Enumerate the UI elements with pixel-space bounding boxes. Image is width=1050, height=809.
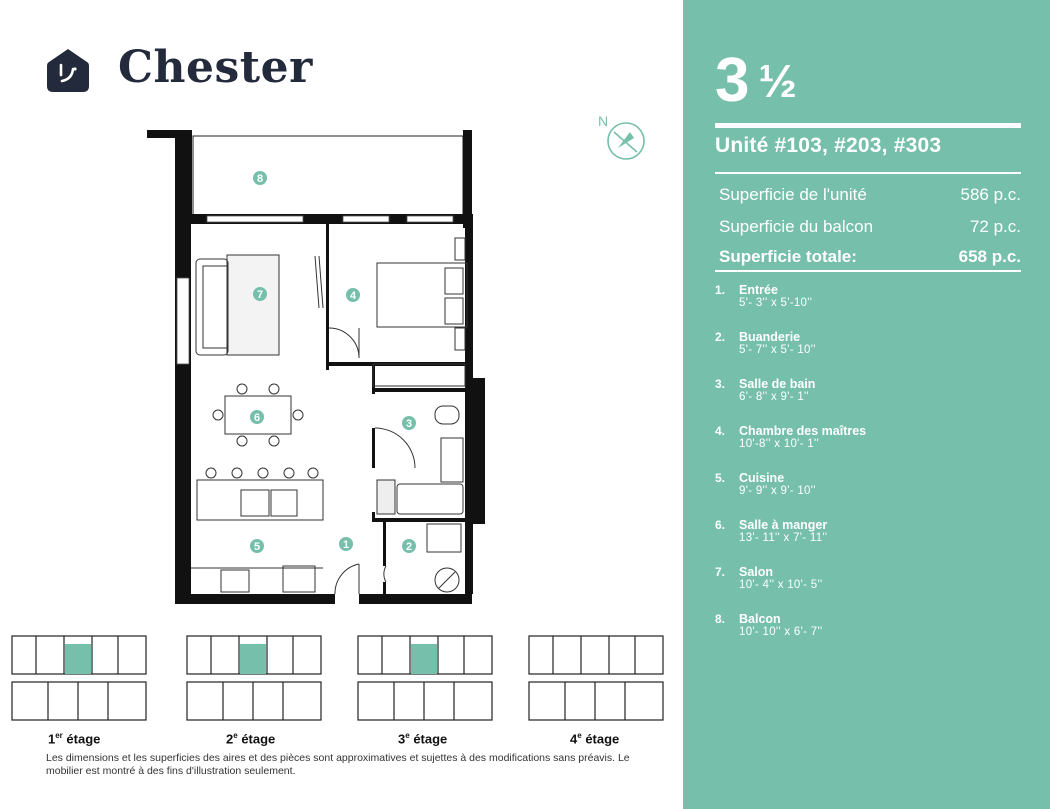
highlighted-unit <box>411 644 437 674</box>
divider <box>715 270 1021 272</box>
room-marker-3: 3 <box>402 416 416 430</box>
floor-label-1: 1er étage <box>48 731 101 747</box>
svg-text:1: 1 <box>343 539 349 551</box>
svg-text:5: 5 <box>254 541 260 553</box>
walls <box>147 130 485 604</box>
compass-north-label: N <box>598 113 608 129</box>
floor-map-4 <box>528 635 664 721</box>
floor-map-1 <box>11 635 147 721</box>
floor-label-2: 2e étage <box>226 731 276 747</box>
divider <box>715 172 1021 174</box>
unit-numbers: Unité #103, #203, #303 <box>715 134 942 157</box>
svg-text:6: 6 <box>254 412 260 424</box>
floor-map-3 <box>357 635 493 721</box>
balcony-area <box>192 135 464 219</box>
floor-plan: 8 7 4 6 3 1 5 2 <box>147 130 485 604</box>
svg-text:2: 2 <box>406 541 412 553</box>
svg-text:8: 8 <box>257 173 263 185</box>
floor-label-4: 4e étage <box>570 731 620 747</box>
svg-text:3: 3 <box>406 418 412 430</box>
room-marker-1: 1 <box>339 537 353 551</box>
house-face-icon <box>47 49 89 92</box>
room-marker-7: 7 <box>253 287 267 301</box>
room-marker-5: 5 <box>250 539 264 553</box>
room-marker-2: 2 <box>402 539 416 553</box>
north-compass-icon: N <box>598 113 645 160</box>
highlighted-unit <box>240 644 266 674</box>
floor-label-3: 3e étage <box>398 731 448 747</box>
area-row-total: Superficie totale:658 p.c. <box>719 247 1021 266</box>
room-marker-8: 8 <box>253 171 267 185</box>
svg-text:4: 4 <box>350 290 357 302</box>
divider <box>715 123 1021 128</box>
highlighted-unit <box>65 644 91 674</box>
floor-map-2 <box>186 635 322 721</box>
room-marker-4: 4 <box>346 288 360 302</box>
disclaimer: Les dimensions et les superficies des ai… <box>46 752 630 777</box>
room-marker-6: 6 <box>250 410 264 424</box>
svg-text:7: 7 <box>257 289 263 301</box>
brand-name: Chester <box>118 42 313 93</box>
